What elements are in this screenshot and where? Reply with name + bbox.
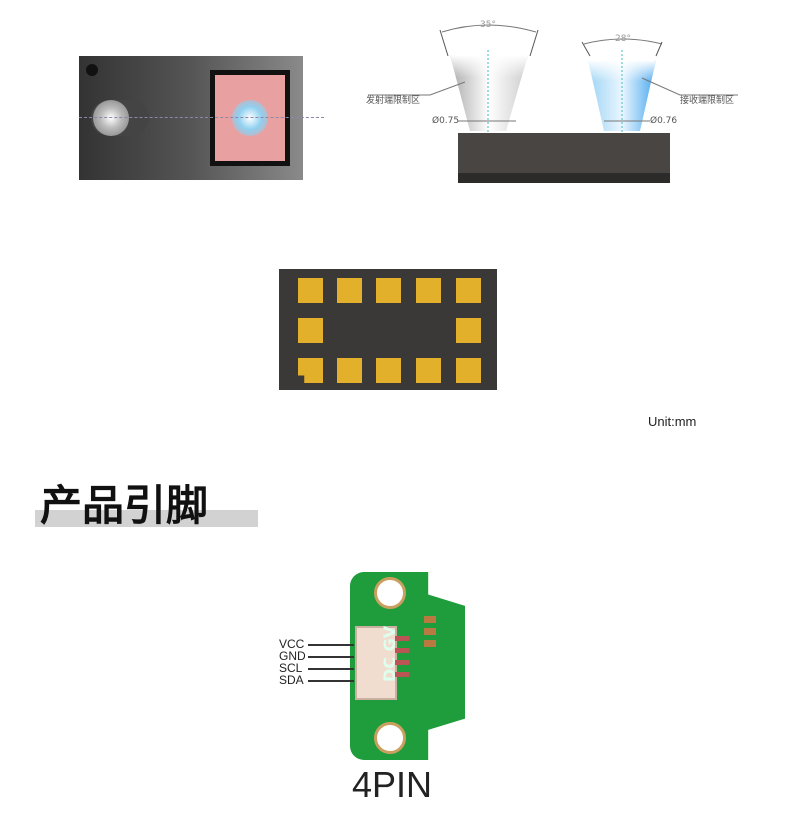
pin-gnd: GND xyxy=(279,649,306,663)
receiver-window xyxy=(210,70,290,166)
marker-dot xyxy=(86,64,98,76)
pin-scl: SCL xyxy=(279,661,303,675)
pin-vcc: VCC xyxy=(279,637,305,651)
side-view-diagram xyxy=(368,24,738,183)
receiver-label: 接收端限制区 xyxy=(680,96,735,106)
section-title: 产品引脚 xyxy=(40,481,209,530)
title-underline xyxy=(35,510,258,527)
emitter-label: 发射端限制区 xyxy=(366,96,421,106)
emitter-screw-icon xyxy=(93,100,129,136)
pin-sda: SDA xyxy=(279,673,304,687)
pad-layout xyxy=(279,269,497,390)
mount-hole xyxy=(374,722,406,754)
receiver-diameter: Ø0.76 xyxy=(650,116,678,126)
unit-label: Unit:mm xyxy=(648,414,697,429)
emitter-angle: 35° xyxy=(480,20,496,30)
pin-caption: 4PIN xyxy=(352,764,433,805)
board-silkscreen: DC GV xyxy=(380,625,399,682)
receiver-lens xyxy=(232,100,268,136)
pcb-board: DC GV xyxy=(350,572,465,760)
mount-hole xyxy=(374,577,406,609)
receiver-angle: 28° xyxy=(615,34,631,44)
sensor-top-view xyxy=(79,56,324,180)
emitter-diameter: Ø0.75 xyxy=(432,116,460,126)
